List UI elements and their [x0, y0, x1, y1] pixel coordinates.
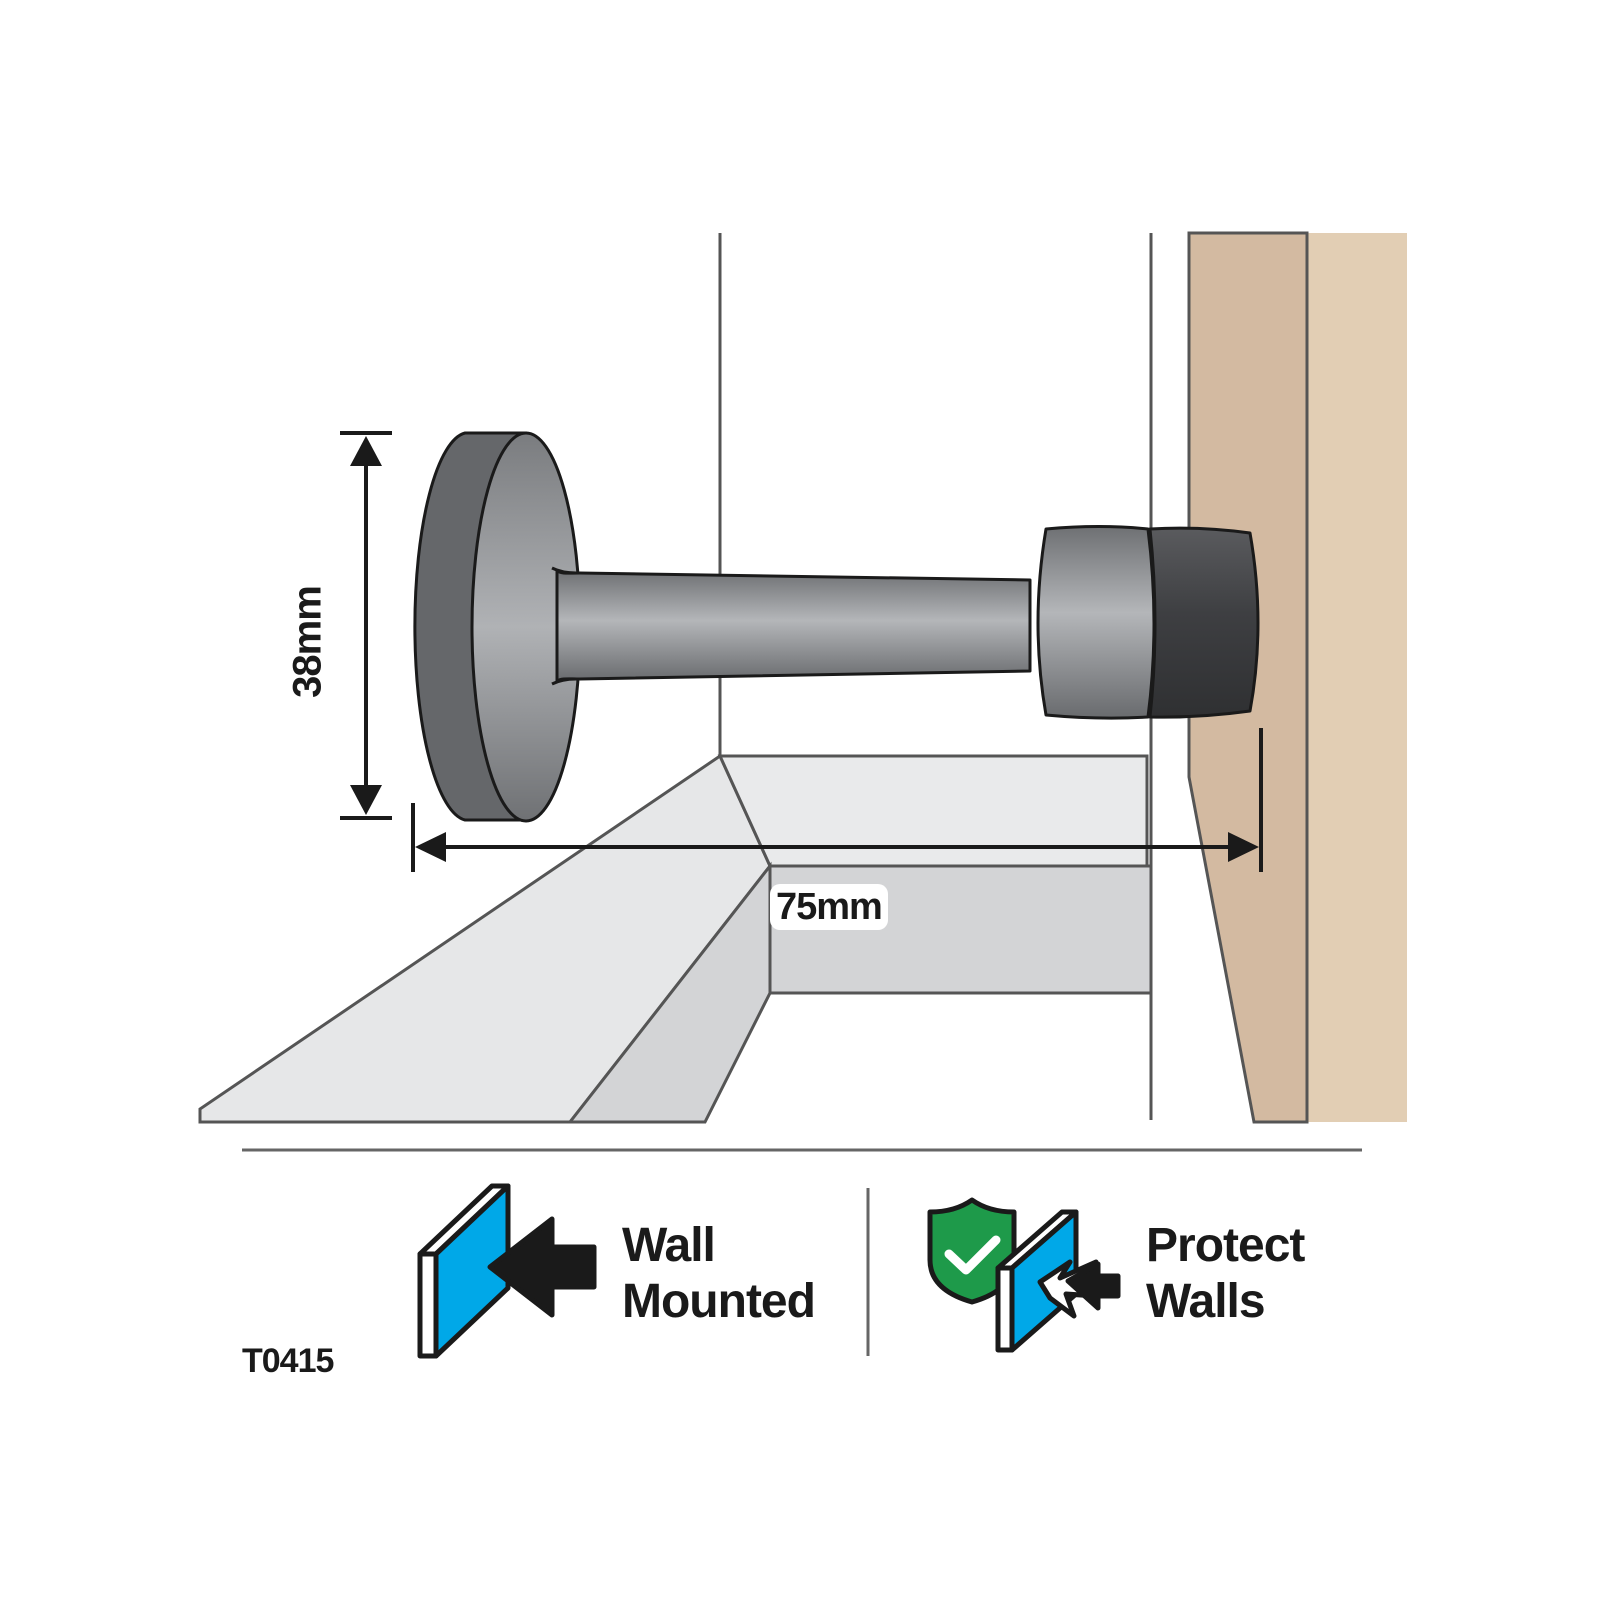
wall-mount-icon	[417, 1183, 597, 1359]
protect-wall-icon	[995, 1209, 1121, 1353]
arrow-right-icon	[1228, 832, 1259, 862]
feature-line-2: Mounted	[622, 1275, 816, 1328]
skirting-top	[717, 754, 1149, 868]
door-face	[1307, 233, 1407, 1122]
shaft	[555, 569, 1032, 683]
feature-line-1: Wall	[622, 1219, 716, 1272]
shield-check-icon	[927, 1197, 1017, 1305]
rubber-buffer	[1148, 526, 1260, 719]
collar	[1036, 525, 1156, 720]
arrow-left-icon	[415, 832, 446, 862]
door-stop	[413, 431, 1260, 823]
arrow-down-icon	[350, 785, 382, 815]
length-label: 75mm	[770, 884, 888, 930]
product-code: T0415	[242, 1342, 334, 1380]
height-label: 38mm	[285, 586, 330, 698]
feature-line-1: Protect	[1146, 1219, 1305, 1272]
feature-protect-walls: Protect Walls	[1146, 1218, 1305, 1330]
length-dimension	[411, 728, 1263, 872]
feature-wall-mounted: Wall Mounted	[622, 1218, 816, 1330]
feature-line-2: Walls	[1146, 1275, 1266, 1328]
height-dimension	[340, 431, 392, 820]
skirting-return	[566, 861, 772, 1124]
arrow-up-icon	[350, 436, 382, 466]
